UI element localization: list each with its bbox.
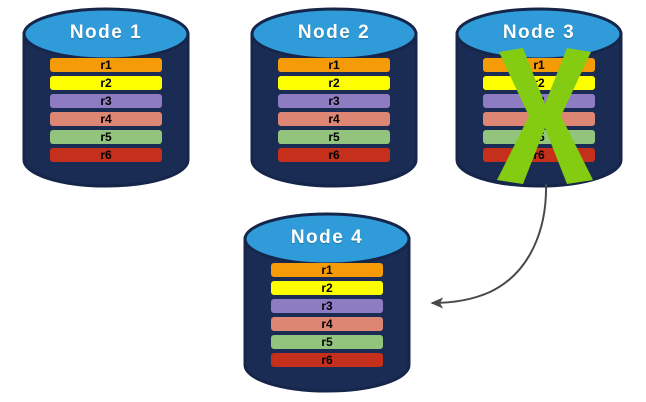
replica-row-r1[interactable]: r1: [271, 263, 383, 277]
replica-row-r3[interactable]: r3: [278, 94, 390, 108]
replica-row-label: r4: [100, 112, 112, 126]
replica-row-label: r1: [321, 263, 333, 277]
replica-row-r2[interactable]: r2: [50, 76, 162, 90]
replica-row-label: r6: [328, 148, 340, 162]
replica-row-label: r5: [328, 130, 340, 144]
replica-row-label: r4: [328, 112, 340, 126]
replica-row-label: r5: [100, 130, 112, 144]
replica-row-r3[interactable]: r3: [50, 94, 162, 108]
replica-row-r1[interactable]: r1: [278, 58, 390, 72]
replica-row-r3[interactable]: r3: [271, 299, 383, 313]
replica-row-list: r1 r2 r3 r4 r5 r6: [271, 263, 383, 367]
replica-row-label: r6: [321, 353, 333, 367]
replica-row-r2[interactable]: r2: [278, 76, 390, 90]
replica-row-label: r2: [100, 76, 112, 90]
replica-row-label: r3: [328, 94, 340, 108]
replica-row-label: r3: [100, 94, 112, 108]
replica-row-list: r1 r2 r3 r4 r5 r6: [50, 58, 162, 162]
replica-row-label: r4: [321, 317, 333, 331]
replica-row-r4[interactable]: r4: [271, 317, 383, 331]
replica-row-r5[interactable]: r5: [278, 130, 390, 144]
replica-row-r1[interactable]: r1: [50, 58, 162, 72]
replica-row-r6[interactable]: r6: [278, 148, 390, 162]
replica-row-r4[interactable]: r4: [278, 112, 390, 126]
replica-row-r6[interactable]: r6: [271, 353, 383, 367]
replica-row-label: r2: [328, 76, 340, 90]
replica-row-r2[interactable]: r2: [271, 281, 383, 295]
replica-row-label: r5: [321, 335, 333, 349]
replica-row-r5[interactable]: r5: [271, 335, 383, 349]
replica-row-label: r2: [321, 281, 333, 295]
replica-row-r6[interactable]: r6: [50, 148, 162, 162]
replica-row-label: r6: [100, 148, 112, 162]
replica-row-label: r1: [100, 58, 112, 72]
replica-row-label: r1: [328, 58, 340, 72]
replica-row-list: r1 r2 r3 r4 r5 r6: [278, 58, 390, 162]
replica-row-label: r3: [321, 299, 333, 313]
replica-row-r5[interactable]: r5: [50, 130, 162, 144]
replica-row-r4[interactable]: r4: [50, 112, 162, 126]
